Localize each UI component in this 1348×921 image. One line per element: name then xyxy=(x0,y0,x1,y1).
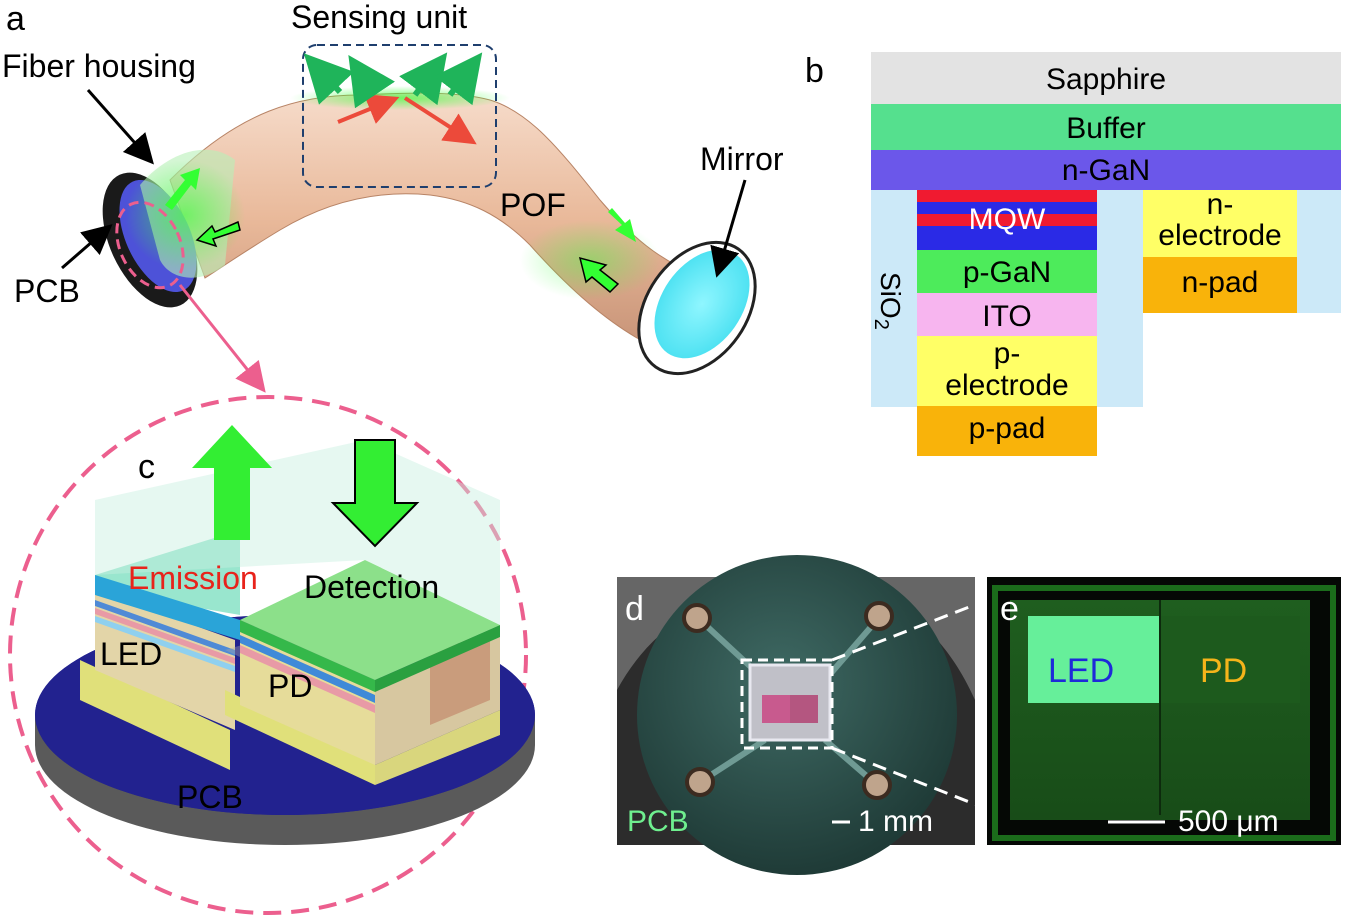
label-ito: ITO xyxy=(982,300,1031,333)
panel-letter-a: a xyxy=(6,0,25,38)
layer-n-pad xyxy=(1143,257,1297,313)
evanescent-ray-2 xyxy=(348,55,395,109)
pd-layer-red xyxy=(240,645,375,713)
via-tl xyxy=(682,603,712,633)
label-pcb-a: PCB xyxy=(14,273,80,309)
led-layer-blue xyxy=(95,600,235,656)
mqw-stripe-5 xyxy=(917,238,1097,250)
mqw-stripe-4 xyxy=(917,226,1097,238)
evanescent-ray-1 xyxy=(303,53,355,105)
label-n-electrode-2: electrode xyxy=(1158,219,1281,252)
arrow-mirror xyxy=(710,179,747,278)
pd-top-edge-side xyxy=(375,625,500,692)
layer-n-electrode xyxy=(1143,190,1297,257)
label-buffer: Buffer xyxy=(1066,112,1146,145)
arrow-fiber-housing xyxy=(86,89,154,165)
panel-a: a Sensing unit Fiber housing xyxy=(2,0,784,393)
label-sio2-sub: 2 xyxy=(870,319,892,330)
via-tr xyxy=(864,601,894,631)
layer-p-electrode xyxy=(917,336,1097,406)
mqw-stripe-1 xyxy=(917,190,1097,202)
label-n-pad: n-pad xyxy=(1182,266,1259,299)
pd-top xyxy=(240,560,500,680)
label-n-electrode-1: n- xyxy=(1207,188,1234,221)
panel-d-light-area xyxy=(617,577,975,700)
panel-b: b Sapphire Buffer n-GaN MQW p-GaN ITO p-… xyxy=(805,52,1341,456)
led-layer-red xyxy=(95,608,235,664)
housing-in-arrow xyxy=(195,220,241,248)
panel-letter-b: b xyxy=(805,52,824,90)
label-pd-c: PD xyxy=(268,668,312,704)
panel-e-glow-border xyxy=(992,585,1336,841)
sensing-unit-box xyxy=(302,44,497,188)
led-top-edge xyxy=(95,575,240,640)
trace-tr xyxy=(822,618,880,682)
label-led-e: LED xyxy=(1048,652,1114,690)
mqw-stripe-3 xyxy=(917,214,1097,226)
label-sio2: SiO xyxy=(875,272,906,319)
label-sensing-unit: Sensing unit xyxy=(291,0,467,35)
layer-ito xyxy=(917,293,1097,336)
panel-letter-e: e xyxy=(1000,590,1019,628)
chip-photo-pd xyxy=(790,695,818,723)
led-pad-front xyxy=(80,660,230,770)
panel-c: c Emission Detection LED PD xyxy=(8,395,535,915)
arrow-pcb-a xyxy=(61,224,113,270)
label-pcb-d: PCB xyxy=(627,805,689,838)
zoom-circle-large xyxy=(8,395,528,915)
transparent-cap xyxy=(95,440,500,625)
pd-region xyxy=(1160,616,1300,703)
scale-label-d: 1 mm xyxy=(858,805,933,838)
label-pcb-c: PCB xyxy=(177,779,243,815)
svg-text:SiO2: SiO2 xyxy=(870,272,906,330)
pof-up-arrow xyxy=(578,256,620,294)
label-p-electrode-2: electrode xyxy=(945,369,1068,402)
pof-down-arrow xyxy=(608,208,636,242)
label-detection: Detection xyxy=(304,569,439,605)
layer-p-pad xyxy=(917,406,1097,456)
panel-letter-d: d xyxy=(625,590,644,628)
sensing-glow xyxy=(290,86,510,110)
label-sapphire: Sapphire xyxy=(1046,63,1166,96)
panel-letter-c: c xyxy=(138,448,155,486)
label-emission: Emission xyxy=(128,560,258,596)
emission-arrow xyxy=(192,425,272,540)
label-p-pad: p-pad xyxy=(969,412,1046,445)
layer-sapphire xyxy=(871,52,1341,104)
via-br xyxy=(862,770,892,800)
label-pd-e: PD xyxy=(1200,652,1247,690)
label-pof: POF xyxy=(500,187,566,223)
led-region xyxy=(1028,616,1160,703)
mqw-stripe-2 xyxy=(917,202,1097,214)
pd-top-edge-front xyxy=(240,620,375,692)
via-bl xyxy=(685,767,715,797)
layer-ngan xyxy=(871,150,1341,190)
pd-layer-blue xyxy=(240,635,375,703)
label-p-electrode-1: p- xyxy=(994,337,1021,370)
housing-out-arrow xyxy=(165,168,200,210)
label-ngan: n-GaN xyxy=(1062,154,1150,187)
chip-zoom-box xyxy=(740,658,834,750)
label-mirror: Mirror xyxy=(700,141,784,177)
label-sio2-group: SiO2 xyxy=(870,272,906,330)
label-fiber-housing: Fiber housing xyxy=(2,48,196,84)
scale-label-e: 500 μm xyxy=(1178,805,1279,838)
label-led-c: LED xyxy=(100,636,162,672)
layer-pgan xyxy=(917,250,1097,293)
led-layer-cyan xyxy=(95,616,235,672)
zoom-line-top xyxy=(831,590,1009,662)
chip-photo-led xyxy=(762,695,790,723)
panel-e: e LED PD 500 μm xyxy=(987,577,1341,845)
zoom-circle-small xyxy=(115,200,185,290)
panel-d: d PCB 1 mm xyxy=(617,555,975,875)
pd-pad-side xyxy=(375,710,500,785)
label-mqw: MQW xyxy=(969,203,1046,236)
layer-buffer xyxy=(871,104,1341,150)
label-pgan: p-GaN xyxy=(963,256,1051,289)
zoom-line-bottom xyxy=(831,746,1016,822)
evanescent-ray-4 xyxy=(434,52,483,106)
detection-arrow xyxy=(330,439,420,548)
zoom-arrow xyxy=(178,284,266,393)
